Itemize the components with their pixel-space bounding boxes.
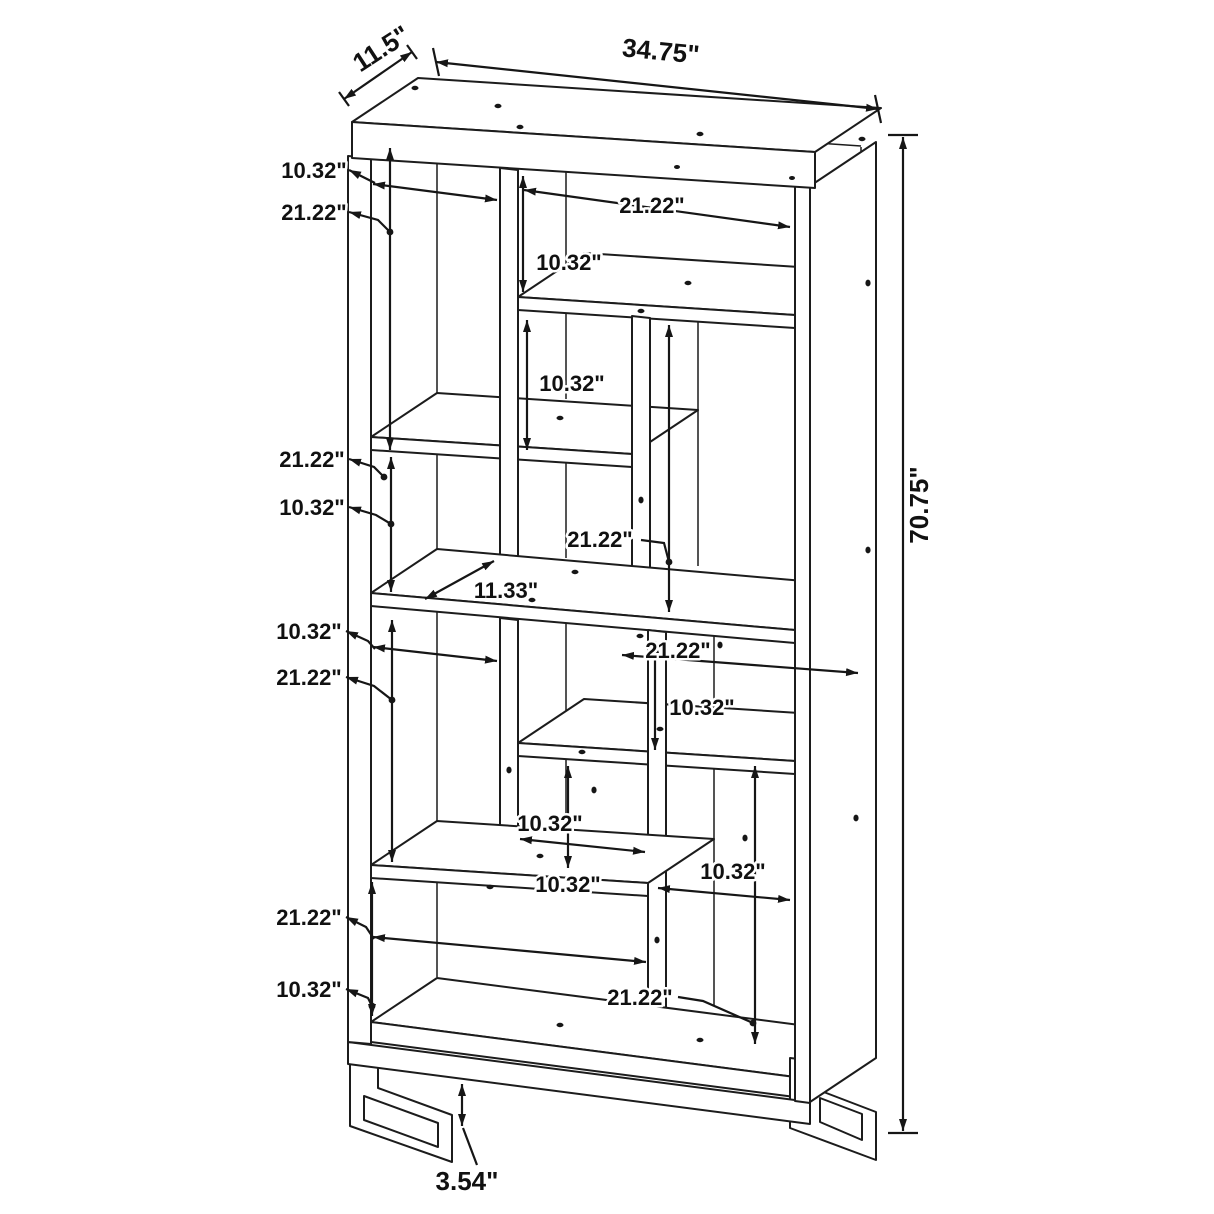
dim-label-left-5: 10.32" — [276, 619, 341, 644]
dim-label-rb-height: 21.22" — [607, 985, 672, 1010]
dim-label-left-8: 10.32" — [276, 977, 341, 1002]
dim-below-shelf-width — [621, 651, 859, 677]
leg-left — [349, 1061, 453, 1163]
dim-label-left-7: 21.22" — [276, 905, 341, 930]
dim-rc-width — [657, 885, 791, 903]
screw-holes — [411, 85, 871, 1043]
divider-v1 — [499, 167, 519, 607]
leader-leg-height — [461, 1127, 479, 1166]
dim-line-width — [435, 59, 879, 112]
dim-label-leg: 3.54" — [436, 1166, 499, 1196]
shelf-s3 — [370, 548, 862, 644]
dim-label-ru-height: 10.32" — [669, 695, 734, 720]
top-board — [351, 77, 882, 189]
base-rail — [347, 1041, 811, 1125]
dimension-labels: 11.5" 34.75" 70.75" 3.54" 10.32" 21.22" … — [274, 17, 937, 1199]
dim-label-bs-width: 21.22" — [645, 638, 710, 663]
dim-tr-width — [523, 187, 791, 230]
dim-label-slot-width: 10.32" — [517, 811, 582, 836]
dim-label-height: 70.75" — [904, 466, 934, 543]
dim-label-shelf-depth: 11.33" — [474, 578, 538, 603]
dim-slot-width — [519, 836, 646, 855]
dim-shelf-depth — [424, 560, 495, 600]
dim-bl-width — [372, 934, 647, 965]
dim-label-left-6: 21.22" — [276, 665, 341, 690]
dim-label-tr-height: 10.32" — [536, 250, 601, 275]
dim-label-left-4: 10.32" — [279, 495, 344, 520]
dim-tl-width — [372, 181, 498, 203]
dimension-lines — [338, 44, 918, 1166]
dim-label-depth: 11.5" — [347, 19, 415, 78]
left-side-panel — [347, 155, 372, 1045]
dim-label-width: 34.75" — [621, 32, 701, 69]
dim-label-left-3: 21.22" — [279, 447, 344, 472]
dim-label-left-2: 21.22" — [281, 200, 346, 225]
dim-label-left-1: 10.32" — [281, 158, 346, 183]
dim-label-mid-height: 10.32" — [539, 371, 604, 396]
dim-label-rc-width: 10.32" — [700, 859, 765, 884]
dim-line-depth — [343, 51, 413, 100]
right-side-panel — [794, 141, 877, 1104]
dim-label-tr-width: 21.22" — [619, 193, 684, 218]
dim-label-right-tall: 21.22" — [567, 527, 632, 552]
dim-label-slot-height: 10.32" — [535, 872, 600, 897]
